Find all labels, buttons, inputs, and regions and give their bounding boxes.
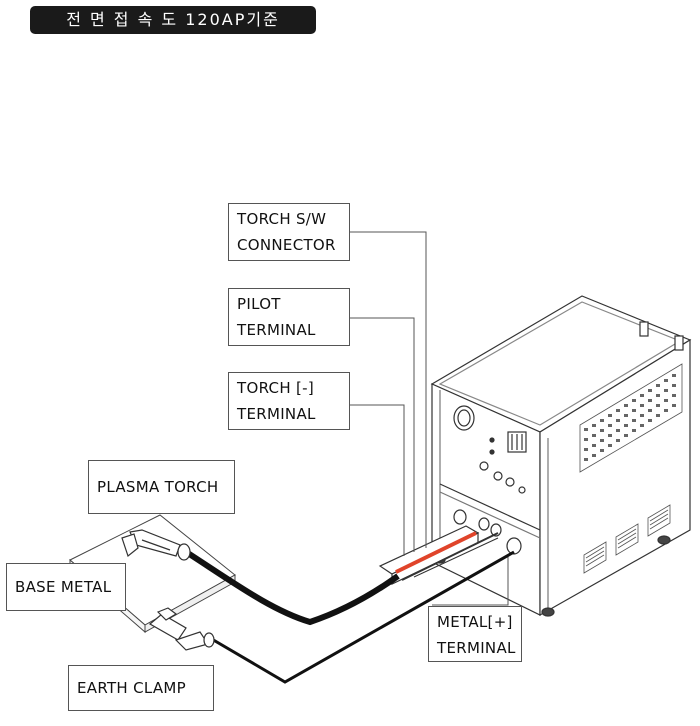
earth-cable — [209, 550, 515, 684]
label-torch-sw-connector: TORCH S/W CONNECTOR — [228, 203, 350, 261]
label-line: PLASMA TORCH — [97, 478, 219, 496]
label-line: TERMINAL — [237, 321, 316, 339]
label-line: PILOT — [237, 295, 281, 313]
label-line: TORCH [-] — [237, 379, 314, 397]
leader-lines — [350, 231, 509, 606]
label-earth-clamp: EARTH CLAMP — [68, 665, 214, 711]
label-line: TORCH S/W — [237, 210, 327, 228]
label-pilot-terminal: PILOT TERMINAL — [228, 288, 350, 346]
metal-lead-rod — [401, 532, 499, 581]
label-plasma-torch: PLASMA TORCH — [88, 460, 235, 514]
label-line: EARTH CLAMP — [77, 679, 187, 697]
page-title: 전 면 접 속 도 120AP기준 — [30, 6, 316, 34]
label-line: TERMINAL — [237, 405, 316, 423]
label-line: TERMINAL — [437, 639, 516, 657]
label-metal-plus-terminal: METAL[+] TERMINAL — [428, 606, 522, 662]
plasma-cutter-cabinet — [430, 295, 692, 617]
label-base-metal: BASE METAL — [6, 563, 126, 611]
earth-clamp — [148, 607, 215, 651]
label-line: CONNECTOR — [237, 236, 336, 254]
label-torch-minus-terminal: TORCH [-] TERMINAL — [228, 372, 350, 430]
torch-cable — [178, 545, 400, 626]
plasma-torch — [121, 529, 191, 561]
label-line: BASE METAL — [15, 578, 112, 596]
label-line: METAL[+] — [437, 613, 513, 631]
pilot-cable-red — [395, 531, 477, 574]
